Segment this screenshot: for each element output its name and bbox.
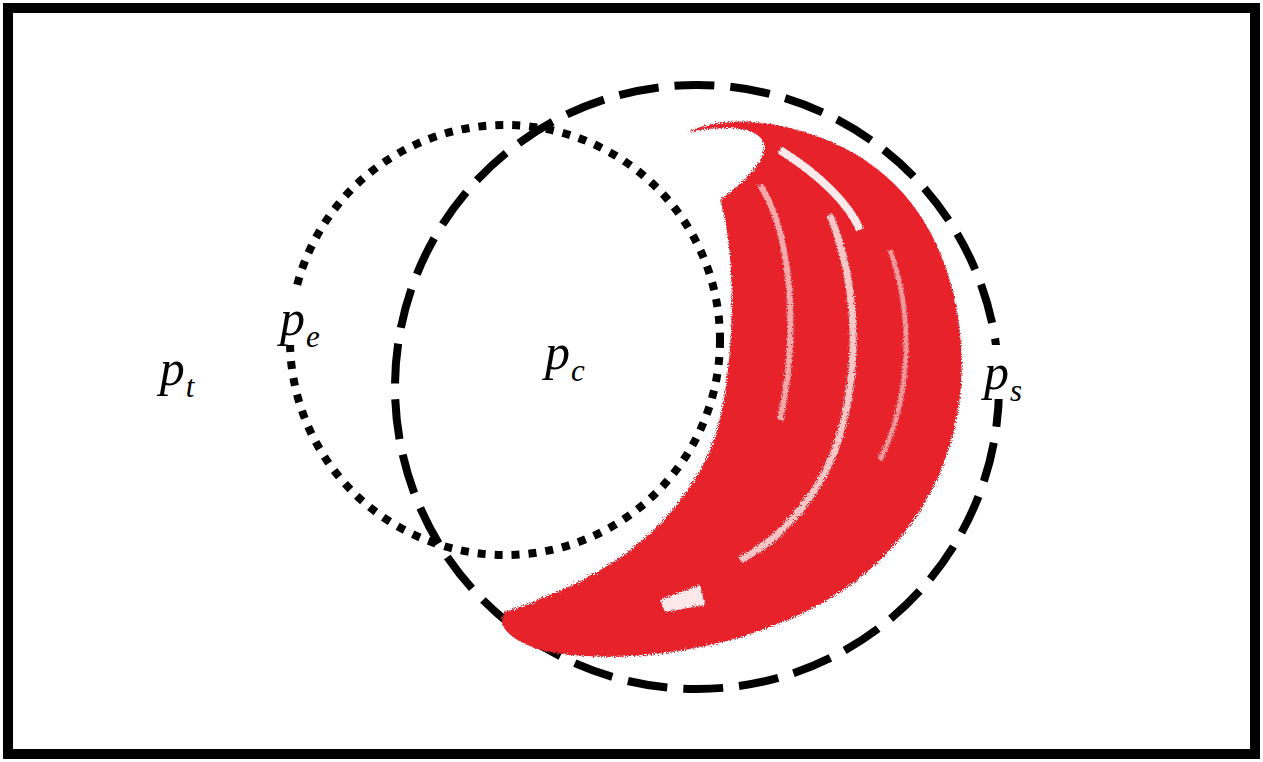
red-crescent [502,122,962,657]
dotted-circle [290,125,720,555]
symbol-subscript: c [571,353,585,388]
dashed-circle [395,85,999,689]
symbol-main: p [160,340,185,396]
symbol-main: p [280,290,305,346]
crescent-streak [760,185,790,420]
symbol-main: p [984,344,1009,400]
crescent-streak [740,215,853,560]
symbol-subscript: s [1010,373,1022,408]
set-label: pt [156,341,199,395]
crescent-streak [780,150,860,230]
symbol-main: p [545,324,570,380]
set-label: pc [541,325,589,379]
frame-border [8,8,1255,754]
set-label: pe [276,291,324,345]
crescent-streak [880,250,906,460]
symbol-subscript: t [186,369,195,404]
crescent-fill [502,122,962,657]
set-label: ps [980,345,1026,399]
symbol-subscript: e [306,319,320,354]
crescent-gap [660,585,705,612]
